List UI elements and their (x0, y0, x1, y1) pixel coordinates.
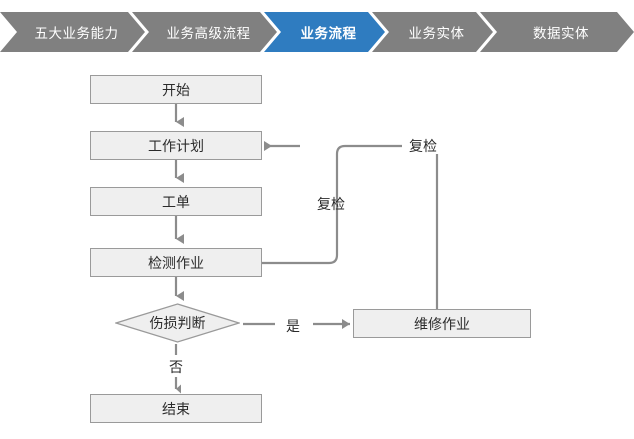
breadcrumb-chevron-5[interactable]: 数据实体 (480, 12, 634, 52)
flow-node-label: 维修作业 (414, 315, 470, 332)
breadcrumb-chevron-label: 数据实体 (533, 26, 589, 41)
flow-node-label: 结束 (162, 400, 190, 417)
flow-edge-label-recheck_middle: 复检 (317, 196, 345, 212)
flow-node-start[interactable]: 开始 (90, 75, 262, 104)
flow-node-inspection[interactable]: 检测作业 (90, 248, 262, 277)
breadcrumb-chevron-label: 五大业务能力 (34, 26, 119, 41)
flow-edge-label-no: 否 (169, 359, 183, 375)
breadcrumb-chevron-4[interactable]: 业务实体 (372, 12, 493, 52)
flow-edge-label-yes: 是 (286, 318, 300, 334)
flow-node-work_order[interactable]: 工单 (90, 187, 262, 216)
flow-node-end[interactable]: 结束 (90, 394, 262, 423)
flow-edge-label-recheck_right: 复检 (409, 138, 437, 154)
flow-node-label: 工作计划 (148, 137, 204, 154)
flow-node-label: 检测作业 (148, 254, 204, 271)
edge-recheck-inspection-to-workplan (254, 144, 402, 268)
breadcrumb: 五大业务能力 业务高级流程 业务流程 业务实体 数据实体 (0, 12, 634, 52)
breadcrumb-chevron-3[interactable]: 业务流程 (264, 12, 385, 52)
flow-node-work_plan[interactable]: 工作计划 (90, 131, 262, 160)
flow-node-label: 开始 (162, 81, 190, 98)
breadcrumb-chevron-label: 业务高级流程 (166, 26, 251, 41)
flow-node-label: 工单 (162, 193, 190, 210)
flow-node-repair[interactable]: 维修作业 (353, 309, 531, 338)
flowchart-connectors (174, 104, 439, 394)
breadcrumb-chevron-label: 业务实体 (408, 26, 465, 41)
flow-node-label: 伤损判断 (149, 315, 206, 331)
breadcrumb-chevron-label: 业务流程 (300, 26, 357, 41)
breadcrumb-chevron-2[interactable]: 业务高级流程 (132, 12, 277, 52)
breadcrumb-chevron-1[interactable]: 五大业务能力 (0, 12, 145, 52)
flowchart: 开始工作计划工单检测作业伤损判断维修作业结束复检复检是否 (0, 58, 634, 439)
diamond-shape (115, 303, 240, 343)
flow-node-judgment[interactable]: 伤损判断 (115, 303, 240, 343)
